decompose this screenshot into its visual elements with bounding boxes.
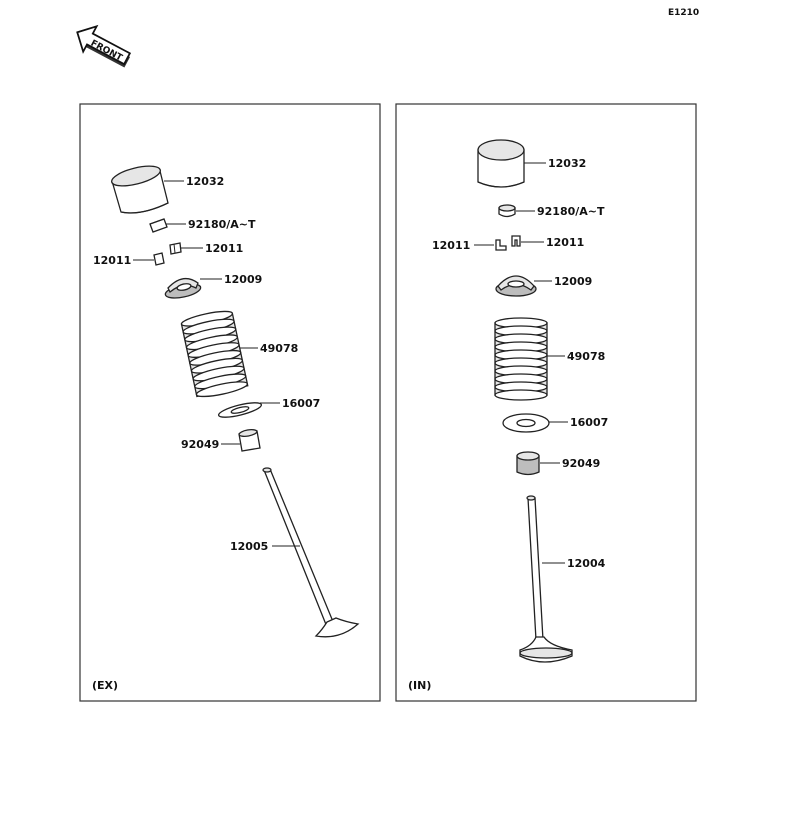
in-cotter-left (495, 239, 507, 251)
ex-valve-lifter (111, 165, 169, 214)
in-valve-lifter (477, 139, 525, 188)
intake-panel: (IN) 12032 92180/A~T 12011 12011 (395, 103, 697, 702)
exhaust-panel: (EX) 12032 92180/A~T 12011 12011 (79, 103, 381, 702)
ex-shim-part-number: 92180/A~T (188, 218, 256, 231)
ex-retainer-part-number: 12009 (224, 273, 262, 286)
ex-spring-retainer (164, 277, 202, 299)
exhaust-panel-frame (79, 103, 381, 702)
in-spring-part-number: 49078 (567, 350, 605, 363)
ex-stem-seal-part-number: 92049 (181, 438, 219, 451)
exhaust-panel-label: (EX) (92, 679, 118, 692)
in-cotter-right-part-number: 12011 (546, 236, 584, 249)
in-lifter-part-number: 12032 (548, 157, 586, 170)
ex-stem-seal (238, 429, 261, 452)
ex-cotter-right (169, 242, 182, 255)
ex-valve (262, 467, 360, 638)
in-valve-part-number: 12004 (567, 557, 606, 570)
in-retainer-part-number: 12009 (554, 275, 592, 288)
in-cotter-right (511, 235, 521, 247)
ex-spring-part-number: 49078 (260, 342, 298, 355)
intake-panel-label: (IN) (408, 679, 431, 692)
in-spring-seat (502, 413, 550, 433)
in-shim (498, 204, 516, 218)
in-spring-retainer (495, 275, 537, 297)
ex-spring-seat (217, 402, 263, 418)
intake-panel-frame (395, 103, 697, 702)
ex-shim (149, 218, 168, 233)
ex-valve-spring (180, 310, 249, 398)
in-cotter-left-part-number: 12011 (432, 239, 470, 252)
ex-valve-part-number: 12005 (230, 540, 268, 553)
in-shim-part-number: 92180/A~T (537, 205, 605, 218)
ex-cotter-left-part-number: 12011 (93, 254, 131, 267)
ex-cotter-left (153, 252, 165, 266)
front-arrow-icon: FRONT (76, 24, 132, 68)
in-stem-seal (516, 451, 540, 476)
in-valve (519, 495, 573, 663)
in-spring-seat-part-number: 16007 (570, 416, 608, 429)
in-stem-seal-part-number: 92049 (562, 457, 600, 470)
ex-lifter-part-number: 12032 (186, 175, 224, 188)
in-valve-spring (494, 317, 548, 401)
diagram-code: E1210 (668, 8, 699, 18)
ex-spring-seat-part-number: 16007 (282, 397, 320, 410)
ex-cotter-right-part-number: 12011 (205, 242, 243, 255)
